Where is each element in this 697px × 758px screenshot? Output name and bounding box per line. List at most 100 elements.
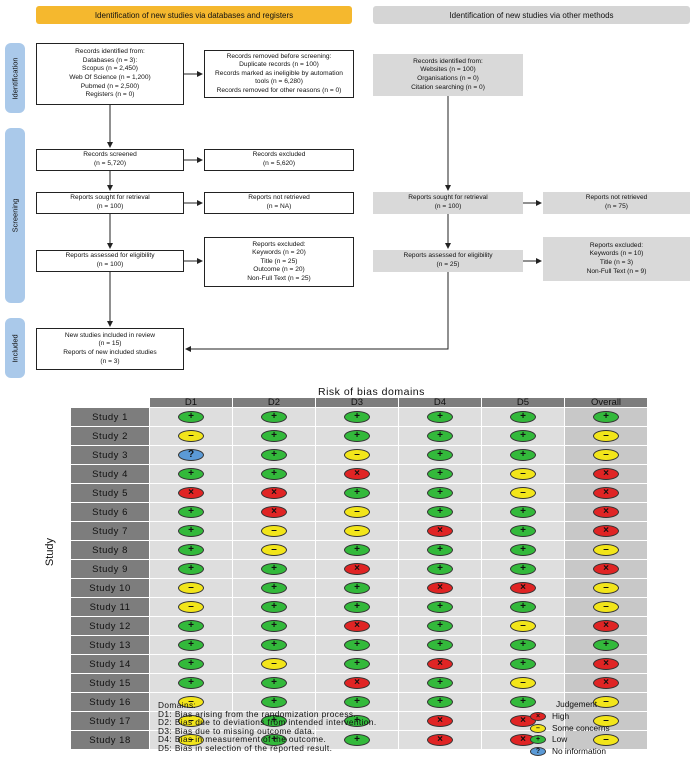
study-row: Study 3?+–++– [71, 446, 647, 464]
low-judgement-icon: + [178, 410, 204, 423]
judgement-cell: + [233, 674, 315, 692]
some-judgement-icon: – [510, 486, 536, 499]
study-label: Study 15 [71, 674, 149, 692]
low-judgement-icon: + [261, 581, 287, 594]
high-judgement-icon: × [593, 562, 619, 575]
study-row: Study 18–++××– [71, 731, 647, 749]
low-judgement-icon: + [261, 410, 287, 423]
high-judgement-icon: × [593, 467, 619, 480]
judgement-legend-item: –Some concerns [530, 723, 690, 735]
judgement-legend-label: High [552, 711, 570, 721]
box-line: Reports assessed for eligibility [403, 252, 493, 260]
low-judgement-icon: + [261, 562, 287, 575]
judgement-cell: × [316, 560, 398, 578]
other-assessed-box: Reports assessed for eligibility(n = 25) [373, 250, 523, 272]
noinfo-legend-icon: ? [530, 746, 546, 756]
low-judgement-icon: + [593, 638, 619, 651]
low-judgement-icon: + [510, 429, 536, 442]
study-label: Study 17 [71, 712, 149, 730]
low-judgement-icon: + [510, 600, 536, 613]
judgement-cell: × [565, 560, 647, 578]
box-line: Records identified from: [75, 48, 145, 56]
judgement-cell: – [565, 712, 647, 730]
box-line: D1: Bias arising from the randomization … [158, 708, 357, 719]
judgement-cell: + [233, 408, 315, 426]
judgement-cell: – [316, 446, 398, 464]
judgement-cell: + [150, 465, 232, 483]
study-row: Study 13++++++ [71, 636, 647, 654]
box-line: (n = 5,620) [262, 160, 296, 167]
box-line: Reports of new included studies [63, 349, 157, 356]
some-judgement-icon: – [178, 600, 204, 613]
rob-title: Risk of bias domains [318, 386, 425, 398]
box-line: Databases (n = 3): [82, 56, 138, 64]
side-screening: Screening [5, 128, 25, 303]
judgement-cell: – [482, 484, 564, 502]
study-row: Study 7+––×+× [71, 522, 647, 540]
judgement-cell: + [482, 522, 564, 540]
low-judgement-icon: + [178, 638, 204, 651]
high-judgement-icon: × [593, 676, 619, 689]
box-line: (n = 3) [100, 357, 120, 365]
low-judgement-icon: + [344, 486, 370, 499]
judgement-cell: × [482, 579, 564, 597]
judgement-cell: × [399, 712, 481, 730]
box-line: Keywords (n = 20) [252, 249, 306, 257]
box-line: Citation searching (n = 0) [411, 83, 485, 91]
low-legend-icon: + [530, 735, 546, 745]
some-judgement-icon: – [261, 524, 287, 537]
low-judgement-icon: + [261, 638, 287, 651]
low-judgement-icon: + [510, 448, 536, 461]
header-other-methods: Identification of new studies via other … [373, 6, 690, 24]
noinfo-judgement-icon: ? [178, 448, 204, 461]
study-row: Study 15++×+–× [71, 674, 647, 692]
judgement-cell: – [565, 693, 647, 711]
low-judgement-icon: + [344, 695, 370, 708]
box-line: Organisations (n = 0) [417, 75, 479, 82]
judgement-cell: – [482, 465, 564, 483]
study-label: Study 8 [71, 541, 149, 559]
box-line: Records removed for other reasons (n = 0… [216, 86, 342, 94]
judgement-cell: – [150, 579, 232, 597]
some-judgement-icon: – [593, 429, 619, 442]
box-line: Reports not retrieved [585, 194, 648, 202]
low-judgement-icon: + [344, 543, 370, 556]
low-judgement-icon: + [427, 638, 453, 651]
some-judgement-icon: – [593, 733, 619, 746]
box-line: Reports sought for retrieval [70, 194, 150, 202]
other-records-box: Records identified from:Websites (n = 10… [373, 54, 523, 96]
study-label: Study 3 [71, 446, 149, 464]
low-judgement-icon: + [261, 676, 287, 689]
judgement-legend-item: ×High [530, 711, 690, 723]
rob-y-label: Study [44, 537, 56, 567]
study-row: Study 9++×++× [71, 560, 647, 578]
box-line: tools (n = 6,280) [255, 78, 303, 86]
box-line: Registers (n = 0) [85, 91, 135, 99]
high-judgement-icon: × [261, 486, 287, 499]
domain-header-d5: D5 [482, 398, 564, 407]
judgement-cell: × [316, 674, 398, 692]
judgement-cell: × [565, 674, 647, 692]
excluded-box: Records excluded(n = 5,620) [204, 149, 354, 171]
box-line: Reports assessed for eligibility [65, 252, 155, 260]
judgement-cell: + [150, 636, 232, 654]
study-row: Study 11–++++– [71, 598, 647, 616]
low-judgement-icon: + [261, 733, 287, 746]
low-judgement-icon: + [178, 657, 204, 670]
box-line: D4: Bias in measurement of the outcome. [158, 734, 327, 745]
box-line: (n = 15) [98, 340, 122, 348]
judgement-cell: × [565, 465, 647, 483]
judgement-cell: + [316, 484, 398, 502]
some-judgement-icon: – [344, 524, 370, 537]
some-judgement-icon: – [178, 714, 204, 727]
low-judgement-icon: + [510, 562, 536, 575]
study-row: Study 17–++××– [71, 712, 647, 730]
low-judgement-icon: + [344, 733, 370, 746]
low-judgement-icon: + [178, 505, 204, 518]
judgement-cell: + [150, 674, 232, 692]
study-row: Study 1++++++ [71, 408, 647, 426]
low-judgement-icon: + [427, 600, 453, 613]
low-judgement-icon: + [344, 638, 370, 651]
study-label: Study 16 [71, 693, 149, 711]
study-label: Study 14 [71, 655, 149, 673]
